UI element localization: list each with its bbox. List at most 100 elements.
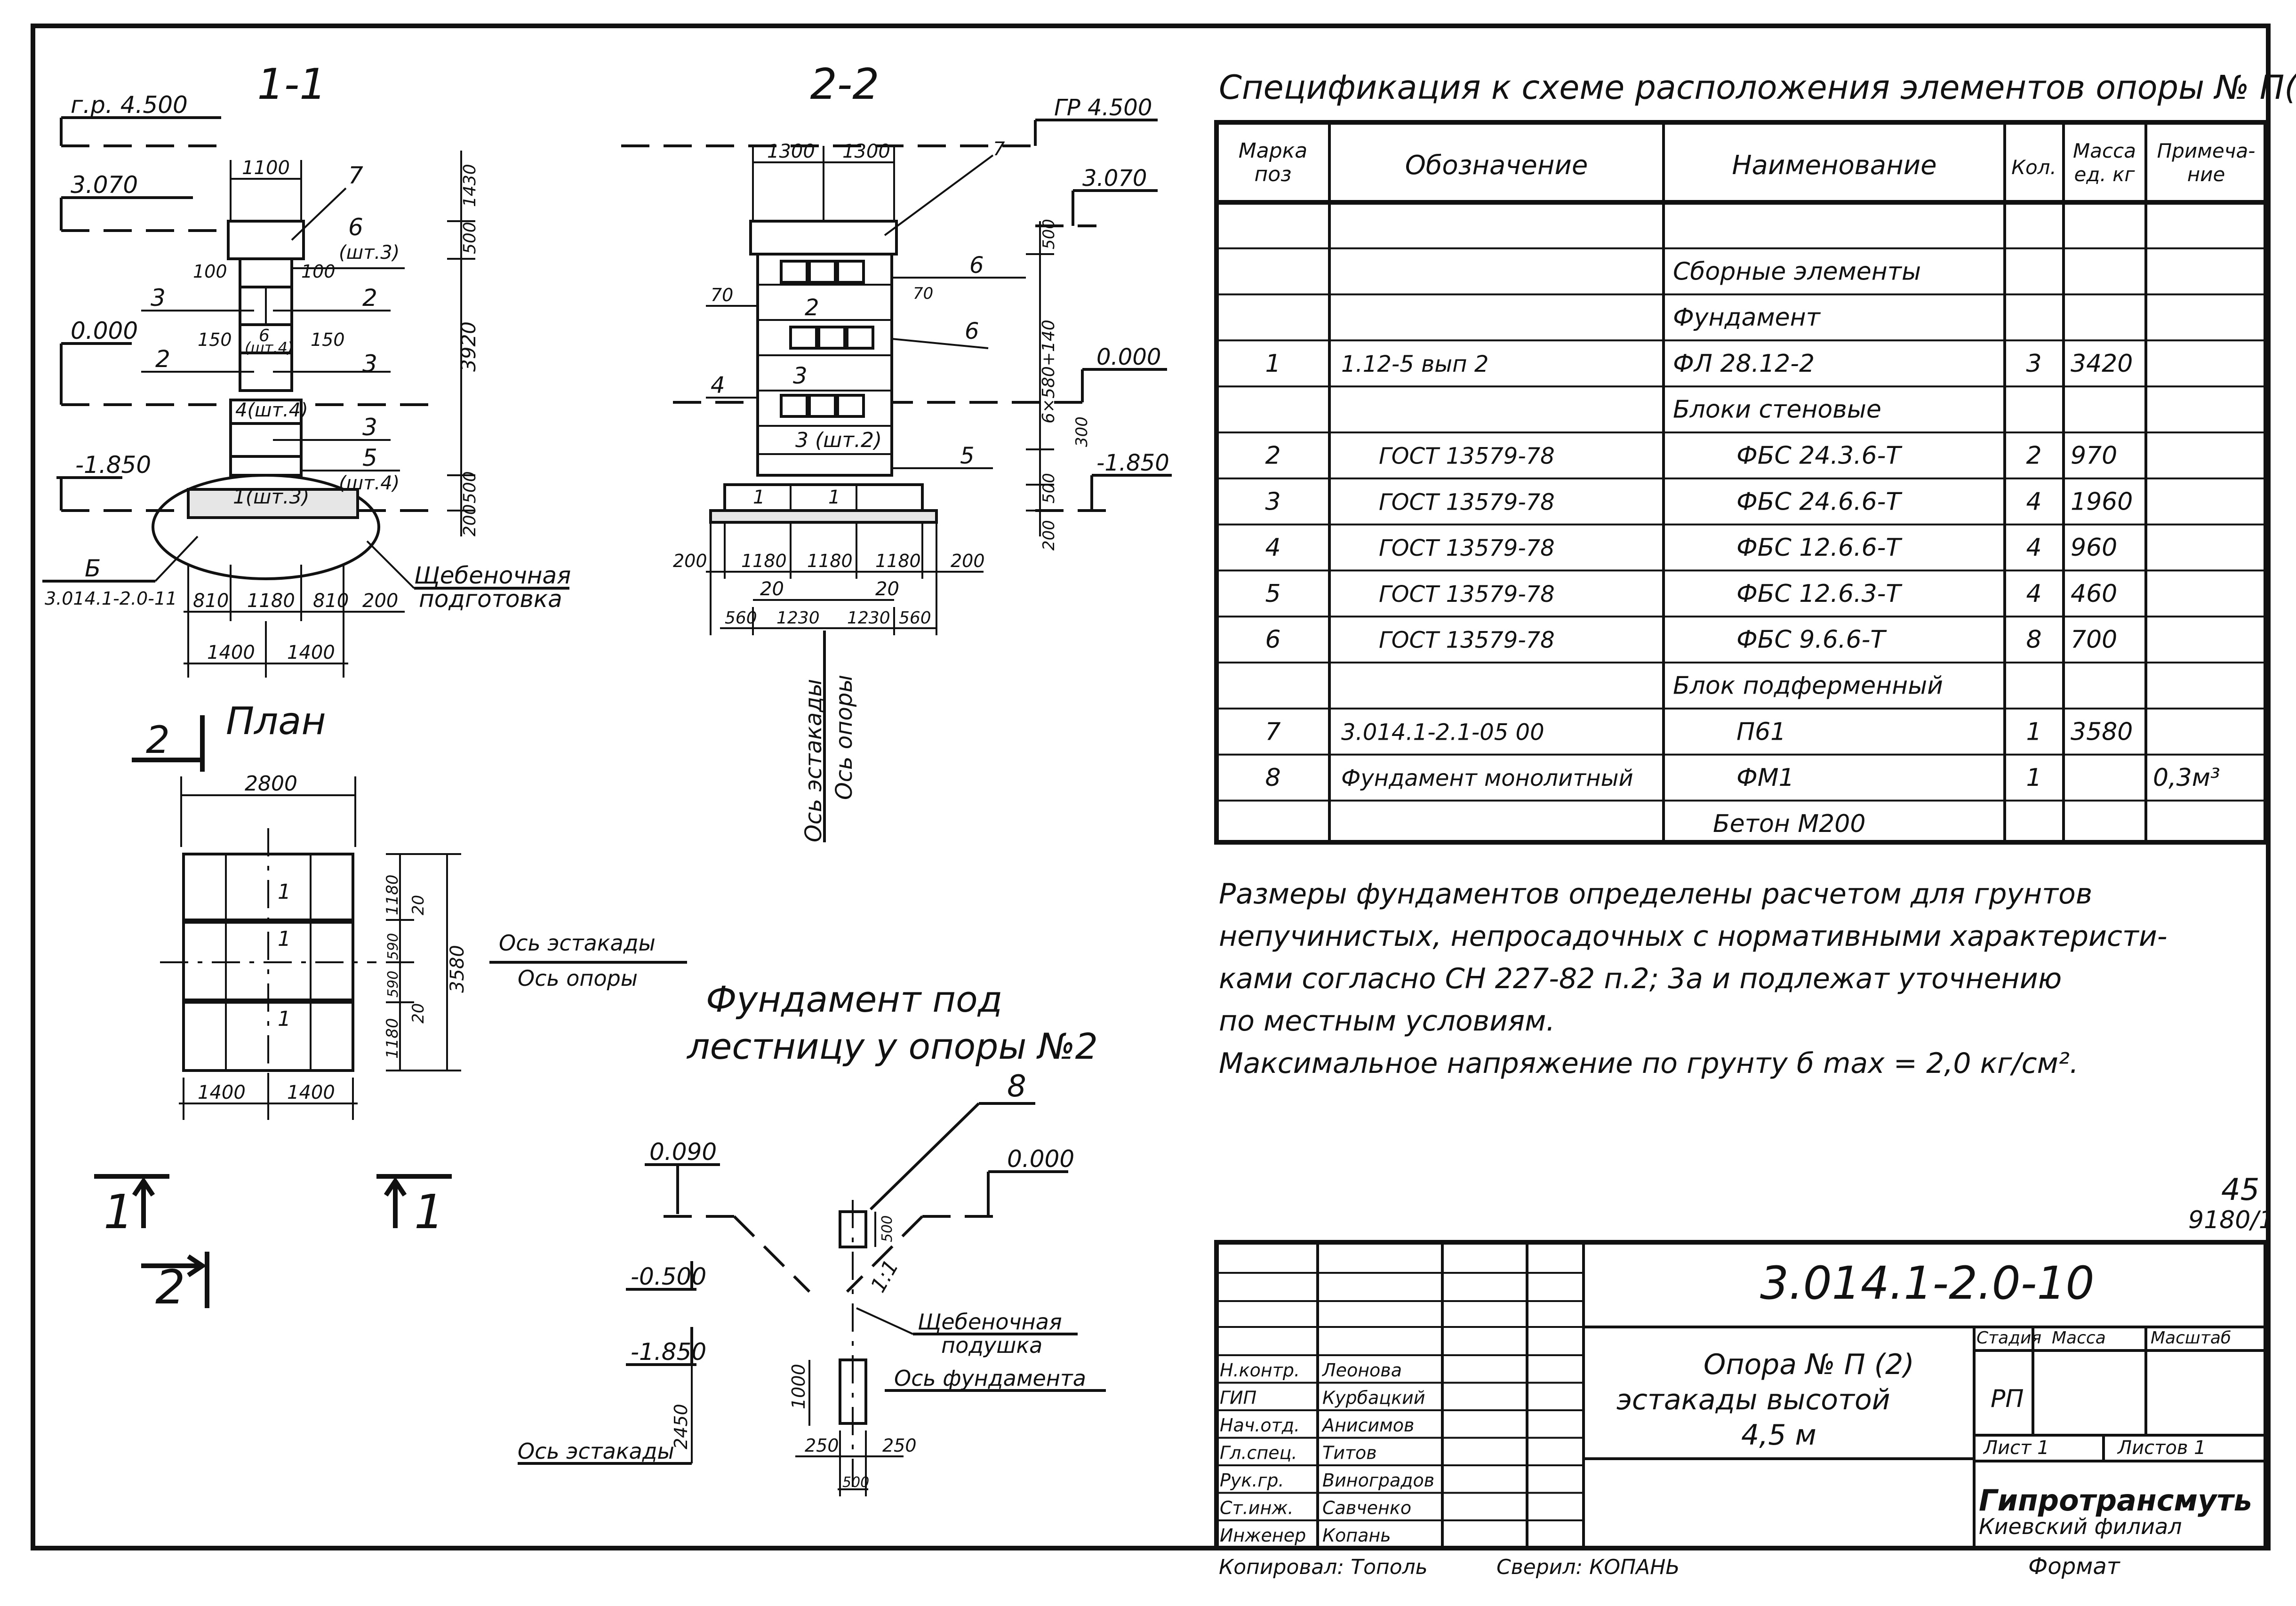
stage-value: РП <box>1991 1385 2024 1413</box>
stair-foundation: Фундамент под лестницу у опоры №2 8 0.09… <box>518 978 1106 1496</box>
dim-text: 6×580+140 <box>1039 320 1058 423</box>
spec-cell: ГОСТ 13579-78 <box>1379 627 1555 654</box>
dim-text: 500 <box>1040 219 1058 249</box>
dim-text: 590 <box>385 933 401 960</box>
block-7 <box>749 220 898 256</box>
plan-view: 2 План 2800 1 1 1 1180 20 590 590 20 118… <box>132 699 687 1120</box>
label: 4 <box>711 372 725 399</box>
spec-cell: 3420 <box>2071 350 2133 378</box>
title-block-role: Инженер <box>1220 1525 1306 1546</box>
dim-text: 200 <box>362 590 398 612</box>
spec-cell: П61 <box>1736 718 1786 746</box>
section-1-1-title: 1-1 <box>257 60 327 109</box>
spec-cell: 2 <box>1265 442 1280 470</box>
spec-cell: 460 <box>2071 580 2117 608</box>
dim-text: 1180 <box>247 590 295 612</box>
spec-cell: 3 <box>2026 350 2041 378</box>
spec-header: Наименование <box>1732 150 1936 181</box>
axis-label-estakada: Ось эстакады <box>518 1438 674 1464</box>
level-mark: 3.070 <box>1082 165 1147 192</box>
plan-section-mark: 2 <box>146 718 170 762</box>
spec-cell: Фундамент <box>1673 304 1821 332</box>
spec-cell: Бетон М200 <box>1713 810 1865 838</box>
label: 1 <box>828 487 840 508</box>
level-mark: -1.850 <box>75 451 151 479</box>
plan-cell: 1 <box>278 1007 291 1031</box>
dim-text: 810 <box>193 590 229 612</box>
mass-header: Масса <box>2052 1328 2106 1348</box>
stage-header: Стадия <box>1976 1328 2041 1348</box>
spec-cell: 1960 <box>2071 487 2133 516</box>
foundation-1 <box>187 488 359 519</box>
spec-cell: Фундамент монолитный <box>1341 765 1633 791</box>
label: 3 (шт.2) <box>795 428 882 452</box>
spec-cell: 7 <box>1265 718 1280 746</box>
dim-text: 1230 <box>847 608 890 628</box>
label: 5 <box>960 443 975 469</box>
label: 1 <box>753 487 765 508</box>
dim-text: 200 <box>460 504 480 536</box>
spec-cell: 5 <box>1265 580 1280 608</box>
dim-text: 1400 <box>287 642 335 663</box>
block-7 <box>227 220 305 260</box>
level-mark: 0.000 <box>71 317 138 344</box>
plan-title: План <box>226 699 326 743</box>
checked-by: Сверил: КОПАНЬ <box>1496 1555 1680 1579</box>
section-2-2: 2-2 ГР 4.500 3.070 0.000 -1.850 1300 130… <box>621 60 1172 842</box>
spec-cell: ГОСТ 13579-78 <box>1379 443 1555 470</box>
note-line: ками согласно СН 227-82 п.2; 3а и подлеж… <box>1219 962 2062 995</box>
dim-text: 560 <box>725 608 757 628</box>
doc-name: Опора № П (2) <box>1704 1348 1914 1381</box>
doc-name: 4,5 м <box>1741 1419 1816 1452</box>
label: 100 <box>301 261 336 282</box>
level-mark: -0.500 <box>631 1263 706 1290</box>
gravel-ellipse <box>152 474 380 580</box>
axis-label-opory: Ось опоры <box>518 966 638 991</box>
label: 100 <box>193 261 227 282</box>
section-1-1: 1-1 г.р. 4.500 3.070 0.000 -1.850 1100 <box>42 60 571 678</box>
stair-title-2: лестницу у опоры №2 <box>686 1025 1098 1067</box>
format-label: Формат <box>2028 1553 2121 1580</box>
dim-text: 300 <box>1072 416 1091 447</box>
spec-cell: Блоки стеновые <box>1673 396 1881 424</box>
dim-text: 590 <box>385 971 401 998</box>
stair-note: Щебеночная <box>918 1309 1062 1334</box>
spec-header: Кол. <box>2011 156 2056 179</box>
dim-text: 200 <box>673 551 707 571</box>
section-2-2-title: 2-2 <box>810 60 880 109</box>
dim-text: 1300 <box>842 141 890 162</box>
spec-cell: ФБС 24.3.6-Т <box>1736 442 1903 470</box>
dim-text: 1180 <box>741 551 787 571</box>
label: 150 <box>311 329 345 350</box>
level-mark: ГР 4.500 <box>1054 95 1152 121</box>
label: 2 <box>362 284 377 312</box>
sheet-label: Лист 1 <box>1983 1437 2049 1459</box>
doc-name: эстакады высотой <box>1616 1383 1890 1416</box>
level-mark: -1.850 <box>1096 450 1169 476</box>
label: 6 <box>348 214 363 241</box>
spec-cell: 960 <box>2071 534 2117 562</box>
plan-width: 2800 <box>245 772 297 796</box>
title-block-role: Рук.гр. <box>1220 1470 1284 1491</box>
spec-cell: ФБС 9.6.6-Т <box>1736 626 1887 654</box>
level-mark: -1.850 <box>631 1338 706 1366</box>
note-line: Максимальное напряжение по грунту б max … <box>1219 1047 2079 1080</box>
spec-cell: Сборные элементы <box>1673 257 1921 286</box>
dim-text: 20 <box>760 578 784 600</box>
label: 5 <box>362 444 377 471</box>
stair-note: подушка <box>941 1333 1042 1358</box>
spec-cell: 4 <box>2026 580 2041 608</box>
axis-label-estakada: Ось эстакады <box>800 679 827 842</box>
level-mark: г.р. 4.500 <box>71 91 188 119</box>
spec-cell: ГОСТ 13579-78 <box>1379 489 1555 515</box>
spec-cell: 6 <box>1265 626 1280 654</box>
dim-text: 500 <box>460 471 480 503</box>
dim-text: 3580 <box>447 945 468 993</box>
org-branch: Киевский филиал <box>1979 1514 2182 1539</box>
title-block-name: Анисимов <box>1321 1415 1414 1436</box>
dim-text: 20 <box>875 578 899 600</box>
section-mark-2-bottom: 2 <box>155 1260 185 1315</box>
spec-cell: 4 <box>2026 534 2041 562</box>
level-mark: 0.000 <box>1007 1145 1074 1173</box>
